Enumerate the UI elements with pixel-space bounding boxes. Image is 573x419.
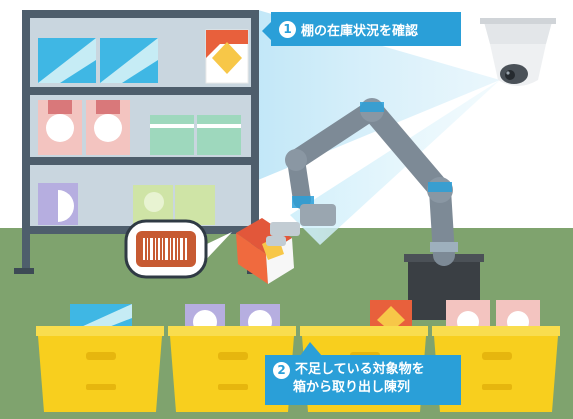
camera-view-beam-gripper	[290, 80, 500, 245]
step-2-number: 2	[273, 361, 290, 379]
robot-arm-icon	[285, 98, 458, 266]
callout-2-pointer	[300, 342, 322, 356]
step-2-text-line2: 箱から取り出し陳列	[293, 380, 411, 395]
step-2-callout: 2 不足している対象物を 箱から取り出し陳列	[265, 355, 461, 405]
shelf-products-middle	[38, 100, 241, 155]
shelf-products-top	[38, 29, 249, 84]
camera-icon	[480, 18, 556, 86]
step-2-text-line1: 不足している対象物を	[295, 362, 425, 377]
gripper	[266, 222, 300, 246]
barcode-icon	[124, 219, 232, 279]
callout-1-pointer	[262, 22, 271, 40]
step-1-text: 棚の在庫状況を確認	[301, 23, 419, 39]
shelf-products-bottom	[38, 183, 215, 225]
step-1-number: 1	[279, 20, 296, 38]
step-1-callout: 1 棚の在庫状況を確認	[271, 12, 461, 46]
